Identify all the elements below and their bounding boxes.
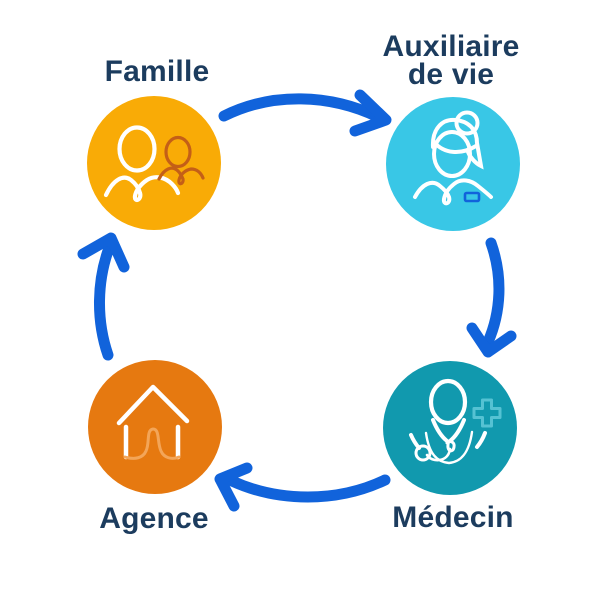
arrow-agence-to-famille-icon	[77, 232, 130, 361]
house-loop-icon	[123, 427, 181, 460]
node-auxiliaire	[386, 97, 520, 231]
node-medecin	[383, 361, 517, 495]
node-label-medecin: Médecin	[392, 501, 514, 534]
node-agence	[88, 360, 222, 494]
arrow-famille-to-auxiliaire-icon	[218, 89, 392, 137]
badge-icon	[463, 191, 481, 203]
family-icon	[103, 125, 205, 203]
node-label-agence: Agence	[99, 502, 209, 535]
arrow-medecin-to-agence-icon	[214, 462, 391, 512]
arrow-auxiliaire-to-medecin-icon	[466, 237, 517, 358]
doctor-icon	[409, 378, 502, 465]
medical-cross-icon	[472, 398, 502, 428]
house-icon	[116, 384, 190, 460]
node-label-auxiliaire: Auxiliaire de vie	[382, 30, 520, 91]
node-famille	[87, 96, 221, 230]
node-label-famille: Famille	[104, 55, 210, 88]
caregiver-icon	[413, 110, 493, 206]
